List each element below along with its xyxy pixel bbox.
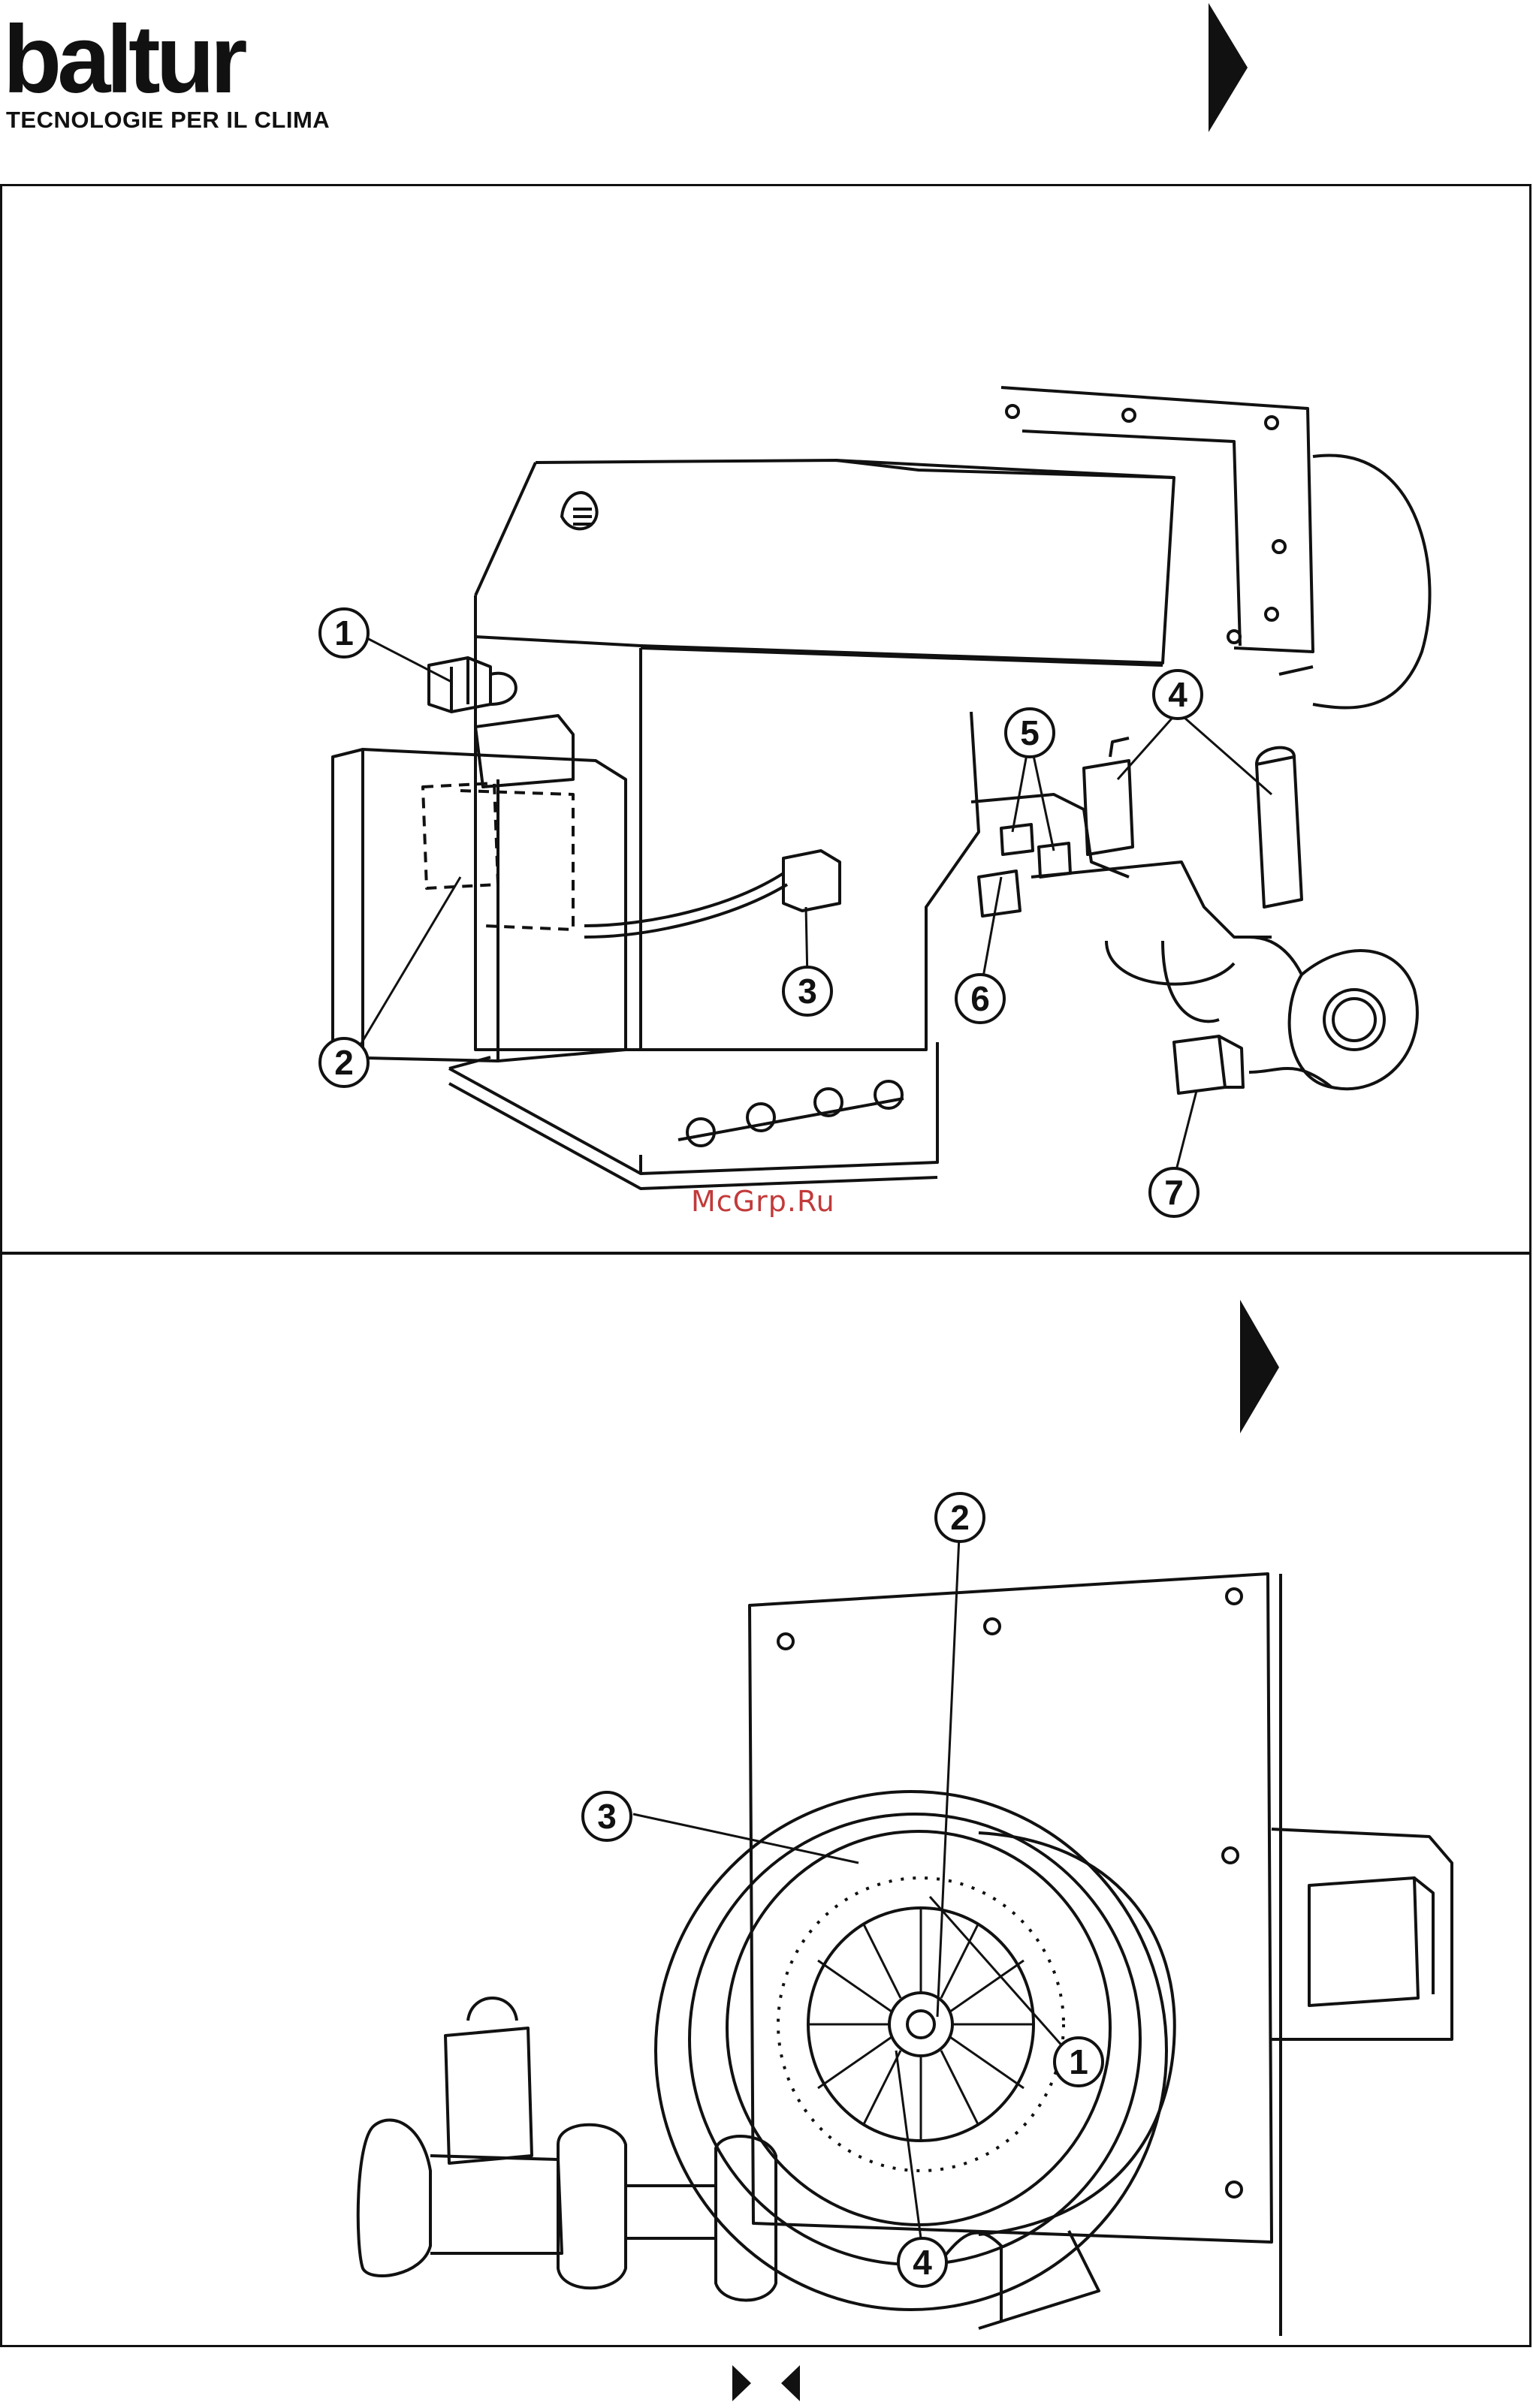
callout-label: 1 [334, 613, 354, 652]
callout-label: 1 [1069, 2042, 1088, 2081]
right-triangle-icon [1240, 1300, 1279, 1433]
figure-top-panel: 1 2 3 4 5 6 7 [0, 184, 1531, 1254]
callout-label: 2 [334, 1043, 354, 1082]
figure-bottom-panel: 2 3 1 4 [0, 1252, 1531, 2347]
callout-label: 4 [1168, 675, 1187, 714]
burner-side-drawing: 1 2 3 4 5 6 7 [2, 186, 1531, 1252]
callout-markers-bottom [583, 1493, 1103, 2286]
watermark: McGrp.Ru [691, 1185, 835, 1218]
right-triangle-icon [1206, 2, 1251, 134]
callout-label: 2 [950, 1498, 970, 1537]
burner-front-drawing: 2 3 1 4 [2, 1255, 1531, 2345]
callout-label: 7 [1164, 1173, 1184, 1212]
callout-label: 3 [597, 1797, 617, 1836]
callout-label: 3 [798, 972, 817, 1011]
callout-label: 5 [1020, 713, 1040, 752]
callout-label: 4 [913, 2243, 932, 2282]
next-prev-icon [721, 2362, 819, 2404]
callout-label: 6 [970, 979, 990, 1018]
brand-name: baltur [3, 12, 243, 108]
brand-logo: baltur TECNOLOGIE PER IL CLIMA [3, 23, 333, 135]
brand-tagline: TECNOLOGIE PER IL CLIMA [6, 107, 330, 134]
